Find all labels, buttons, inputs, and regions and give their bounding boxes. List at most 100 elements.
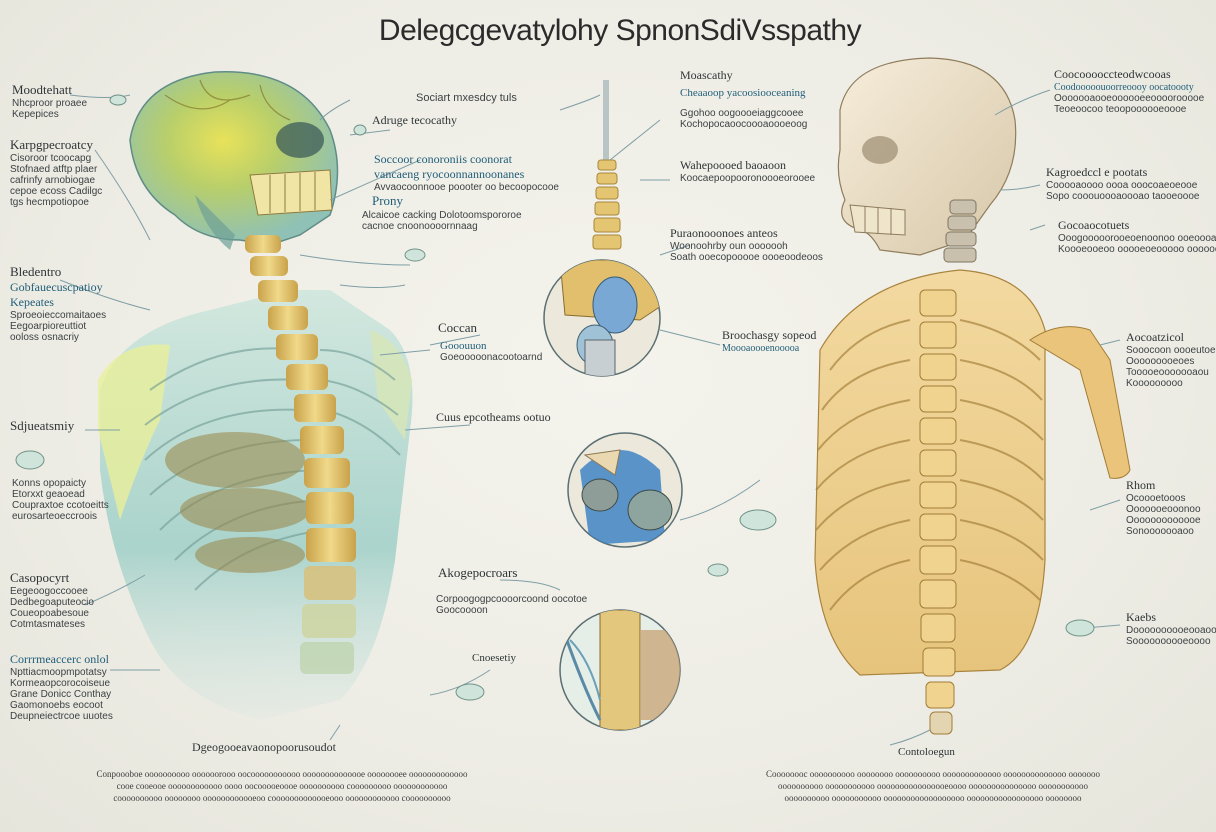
left-label-5-line: Coupraxtoe ccotoeitts <box>12 500 109 511</box>
right-label-2-line: Cooooaoooo oooa ooocoaeoeooe <box>1046 180 1198 191</box>
cell-blobs <box>15 94 1095 701</box>
left-label-2-line: tgs hecmpotiopoe <box>10 197 89 208</box>
label-akogep: Akogepocroars <box>438 565 518 580</box>
label-broncahay-line: Moooaoooenooooa <box>722 343 800 354</box>
label-puranoocs-line: Soath ooecopooooe oooeoodeoos <box>670 252 823 263</box>
right-label-3-line: Koooeooeoo ooooeoeooooo ooooooo <box>1058 244 1216 255</box>
right-label-5-heading: Rhom <box>1126 478 1156 492</box>
right-label-4-line: Kooooooooo <box>1126 378 1183 389</box>
bottom-left-line: Conpoooboe oooooooooo oooooorooo oocoooo… <box>96 769 468 779</box>
right-label-1: Coocooooccteodwcooas Coodooooouoorreoooy… <box>1054 67 1204 115</box>
left-label-2-line: cafrinfy arnobiogae <box>10 175 96 186</box>
left-label-3-line: Eegoarpioreuttiot <box>10 321 87 332</box>
bottom-right-line: oooooooooo ooooooooooo oooooooooooooooeo… <box>778 781 1088 792</box>
bottom-right-heading: Contoloegun <box>898 746 955 758</box>
label-adruge: Adruge tecocathy <box>372 113 457 127</box>
left-label-5-line: Konns opopaicty <box>12 478 86 489</box>
label-cheaop: Cheaaoop yacoosiooceaning <box>680 87 806 99</box>
detail-circle-vertebra <box>543 259 661 377</box>
left-xray-figure <box>98 71 413 720</box>
left-label-5-line: eurosarteoeccroois <box>12 511 98 522</box>
left-label-1-line: Nhcproor proaee <box>12 98 88 109</box>
left-label-3: Bledentro Gobfauecuscpatioy Kepeates Spr… <box>10 264 106 343</box>
right-label-3: Gocoaocotuets Ooogooooorooeoenoonoo ooeo… <box>1058 218 1216 255</box>
label-corpooog: Corpoogogpcoooorcoond oocotoe Goocoooon <box>436 594 587 616</box>
label-broncahay: Broochasgy sopeod Moooaoooenooooa <box>722 328 816 354</box>
label-socoror-line: Soccoor conoroniis coonorat <box>374 152 512 166</box>
label-gooouon-line: Gooouuon <box>440 340 487 352</box>
label-moascathy: Moascathy <box>680 68 733 82</box>
bottom-left-caption: Conpoooboe oooooooooo oooooorooo oocoooo… <box>92 768 472 804</box>
label-socoror-line: Avvaocoonnooe poooter oo becoopocooe <box>374 182 559 193</box>
left-label-6-line: Coueopoabesoue <box>10 608 89 619</box>
left-label-3-line: ooloss osnacriy <box>10 332 79 343</box>
right-label-5-line: Ooooooeooonoo <box>1126 504 1201 515</box>
right-label-2-heading: Kagroedccl e pootats <box>1046 165 1148 179</box>
right-label-4-line: Ooooooooeoes <box>1126 356 1195 367</box>
label-socoror-line: vancaeng ryocoonnannoonanes <box>374 167 525 181</box>
label-ggohoo: Ggohoo oogoooeiaggcooee Kochopocaoocoooa… <box>680 108 807 130</box>
left-label-3-subheading-2: Kepeates <box>10 295 54 309</box>
label-ggohoo-line: Ggohoo oogoooeiaggcooee <box>680 108 804 119</box>
right-label-6-heading: Kaebs <box>1126 610 1156 624</box>
bottom-right-line: oooooooooo ooooooooooo ooooooooooooooooo… <box>784 793 1082 804</box>
bottom-right-line: Coooooooc oooooooooo oooooooo oooooooooo… <box>766 769 1100 779</box>
label-waheponoen-line: Wahepoooed baoaoon <box>680 158 786 172</box>
left-label-2-line: Stofnaed atftp plaer <box>10 164 98 175</box>
left-label-4-heading: Sdjueatsmiy <box>10 418 75 433</box>
left-label-1: Moodtehatt Nhcproor proaee Kepepices <box>12 82 87 120</box>
left-label-3-heading: Bledentro <box>10 264 62 279</box>
label-corpooog-line: Corpoogogpcoooorcoond oocotoe <box>436 594 588 605</box>
left-label-2: Karpgpecroatcy Cisoroor tcoocapg Stofnae… <box>10 137 102 208</box>
right-label-5: Rhom Ocoooetooos Ooooooeooonoo Ooooooooo… <box>1126 478 1201 537</box>
detail-circle-joint <box>567 432 683 548</box>
right-label-3-heading: Gocoaocotuets <box>1058 218 1130 232</box>
right-label-6: Kaebs Doooooooooeooaooe Soooooooooeoooo <box>1126 610 1216 647</box>
label-gooouon: Gooouuon Goeooooonacootoarnd <box>440 340 542 363</box>
label-socoror: Soccoor conoroniis coonorat vancaeng ryo… <box>374 152 559 193</box>
left-label-7-line: Kormeaopcorocoiseue <box>10 678 111 689</box>
left-label-1-heading: Moodtehatt <box>12 82 72 97</box>
right-label-1-line: Coodooooouoorreoooy oocatoooty <box>1054 82 1194 93</box>
right-label-6-line: Doooooooooeooaooe <box>1126 625 1216 636</box>
left-label-4: Sdjueatsmiy <box>10 418 74 434</box>
label-waheponoen: Wahepoooed baoaoon Koocaepoopooronoooeor… <box>680 158 815 184</box>
left-label-6-line: Dedbegoaputeocio <box>10 597 94 608</box>
center-spine <box>592 80 622 250</box>
label-alodoe: Alcaicoe cacking Dolotoomspororoe cacnoe… <box>362 210 522 232</box>
left-label-1-line: Kepepices <box>12 109 59 120</box>
right-label-2-line: Sopo cooouoooaoooao taooeoooe <box>1046 191 1200 202</box>
label-alodoe-line: cacnoe cnoonoooornnaag <box>362 221 478 232</box>
label-alodoe-line: Alcaicoe cacking Dolotoomspororoe <box>362 210 522 221</box>
label-broncahay-line: Broochasgy sopeod <box>722 328 817 342</box>
left-label-7-line: Gaomonoebs eocoot <box>10 700 103 711</box>
left-label-5-line: Etorxxt geaoead <box>12 489 85 500</box>
label-sociart: Sociart mxesdcy tuls <box>416 92 517 104</box>
label-corpooog-line: Goocoooon <box>436 605 488 616</box>
left-label-7-line: Grane Donicc Conthay <box>10 689 112 700</box>
left-label-2-line: cepoe ecoss Cadilgc <box>10 186 103 197</box>
left-label-6-line: Eegeoogoccooee <box>10 586 88 597</box>
right-label-2: Kagroedccl e pootats Cooooaoooo oooa ooo… <box>1046 165 1199 202</box>
label-puranoocs: Puraonooonoes anteos Woonoohrby oun oooo… <box>670 226 823 263</box>
right-label-5-line: Ooooooooooooe <box>1126 515 1201 526</box>
label-ggohoo-line: Kochopocaoocoooaoooeoog <box>680 119 808 130</box>
right-label-4-line: Tooooeooooooaou <box>1126 367 1209 378</box>
left-label-6-heading: Casopocyrt <box>10 570 70 585</box>
right-label-4: Aocoatzicol Sooocoon oooeutoe Ooooooooeo… <box>1126 330 1216 389</box>
label-cuus: Cuus epcotheams ootuo <box>436 410 551 424</box>
left-label-5: Konns opopaicty Etorxxt geaoead Coupraxt… <box>12 478 109 522</box>
left-label-2-heading: Karpgpecroatcy <box>10 137 94 152</box>
right-label-6-line: Soooooooooeoooo <box>1126 636 1211 647</box>
bottom-left-line: cooe cooeooe oooooooooooo oooo oocooooeo… <box>116 781 448 792</box>
label-cnoesetiy: Cnoesetiy <box>472 652 516 664</box>
left-label-7: Corrrmeaccerc onlol Npttiacmoopmpotatsy … <box>10 652 113 722</box>
label-gooouon-line: Goeooooonacootoarnd <box>440 352 543 363</box>
left-label-3-line: Sproeoieccomaitaoes <box>10 310 107 321</box>
label-puranoocs-line: Woonoohrby oun ooooooh <box>670 241 788 252</box>
left-label-6: Casopocyrt Eegeoogoccooee Dedbegoaputeoc… <box>10 570 94 630</box>
right-label-4-line: Sooocoon oooeutoe <box>1126 345 1216 356</box>
left-label-2-line: Cisoroor tcoocapg <box>10 153 92 164</box>
